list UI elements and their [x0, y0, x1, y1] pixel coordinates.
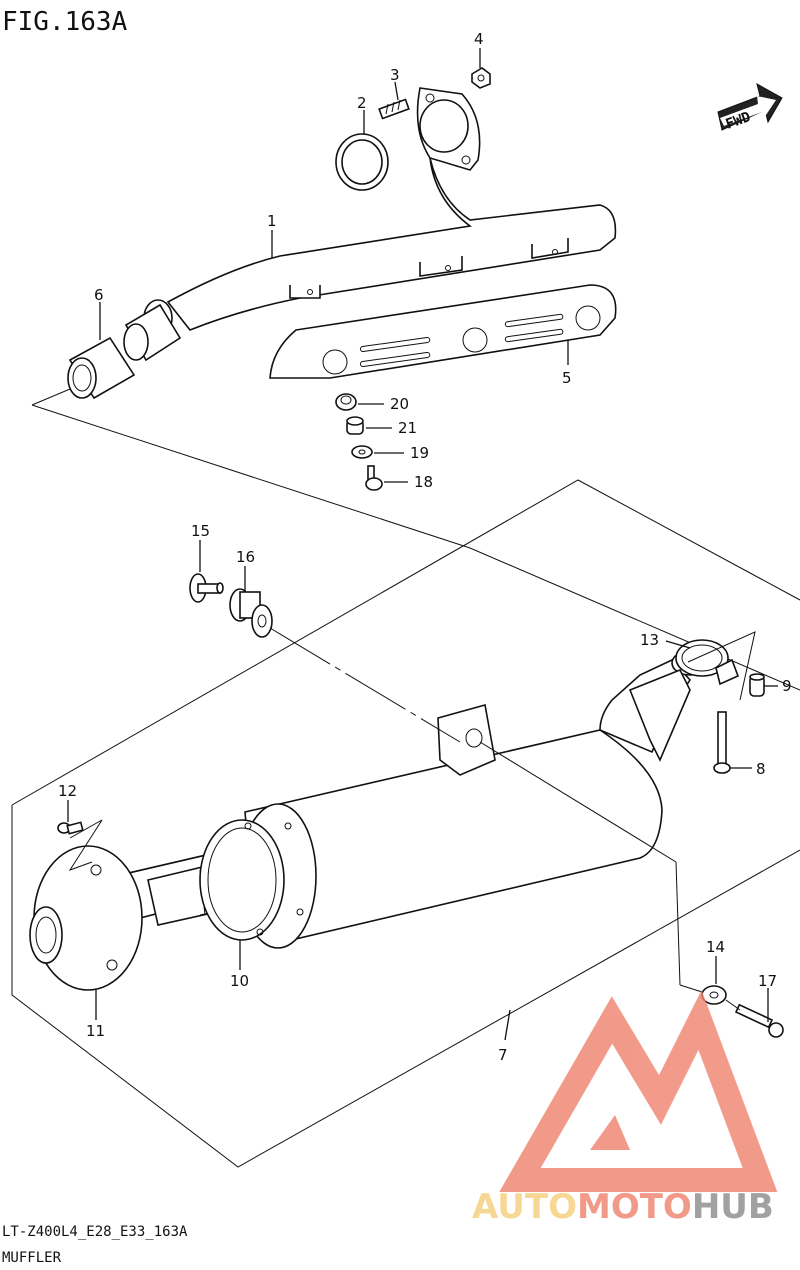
alignment-lines [68, 627, 756, 1011]
mounting-bolt-15 [189, 573, 224, 603]
callout-5: 5 [562, 369, 572, 387]
muffler-body [239, 650, 709, 949]
heat-shield [269, 284, 617, 379]
callout-21: 21 [398, 419, 417, 437]
callout-20: 20 [390, 395, 409, 413]
washer-19 [351, 445, 373, 459]
pipe-gasket-sleeve [67, 299, 182, 400]
gasket-ring [335, 133, 389, 191]
flange-nut [471, 67, 491, 89]
callout-11: 11 [86, 1022, 105, 1040]
callout-14: 14 [706, 938, 725, 956]
callout-17: 17 [758, 972, 777, 990]
section-name: MUFFLER [2, 1250, 62, 1266]
end-cap [29, 845, 143, 991]
callout-2: 2 [357, 94, 367, 112]
callout-6: 6 [94, 286, 104, 304]
callout-3: 3 [390, 66, 400, 84]
exhaust-pipe [166, 87, 617, 331]
stud-bolt [378, 98, 410, 120]
collar-9 [749, 673, 765, 697]
callout-7: 7 [498, 1046, 508, 1064]
callout-16: 16 [236, 548, 255, 566]
bolt-17 [734, 1003, 784, 1038]
automotohub-logo: AUTOMOTOHUB [472, 990, 778, 1227]
callout-19: 19 [410, 444, 429, 462]
logo-wordmark: AUTOMOTOHUB [472, 1187, 774, 1227]
rubber-grommet-16 [229, 588, 273, 638]
callout-9: 9 [782, 677, 792, 695]
collar-21 [346, 416, 364, 435]
bolt-12 [57, 821, 84, 835]
callout-15: 15 [191, 522, 210, 540]
callout-12: 12 [58, 782, 77, 800]
callout-1: 1 [267, 212, 277, 230]
bolt-18 [365, 465, 383, 491]
callout-10: 10 [230, 972, 249, 990]
clamp-bolt-8 [713, 711, 731, 774]
fwd-arrow-icon: FWD [717, 82, 783, 133]
model-code: LT-Z400L4_E28_E33_163A [2, 1224, 188, 1240]
assembly-frame-upper [31, 367, 800, 691]
tailpipe-gasket [199, 819, 285, 941]
callout-13: 13 [640, 631, 659, 649]
leader-lines [67, 48, 778, 1041]
pipe-clamp [675, 639, 740, 686]
grommet-20 [335, 393, 357, 411]
callout-8: 8 [756, 760, 766, 778]
callout-4: 4 [474, 30, 484, 48]
callout-18: 18 [414, 473, 433, 491]
assembly-frame-lower [11, 479, 800, 1168]
figure-title: FIG.163A [2, 7, 128, 37]
